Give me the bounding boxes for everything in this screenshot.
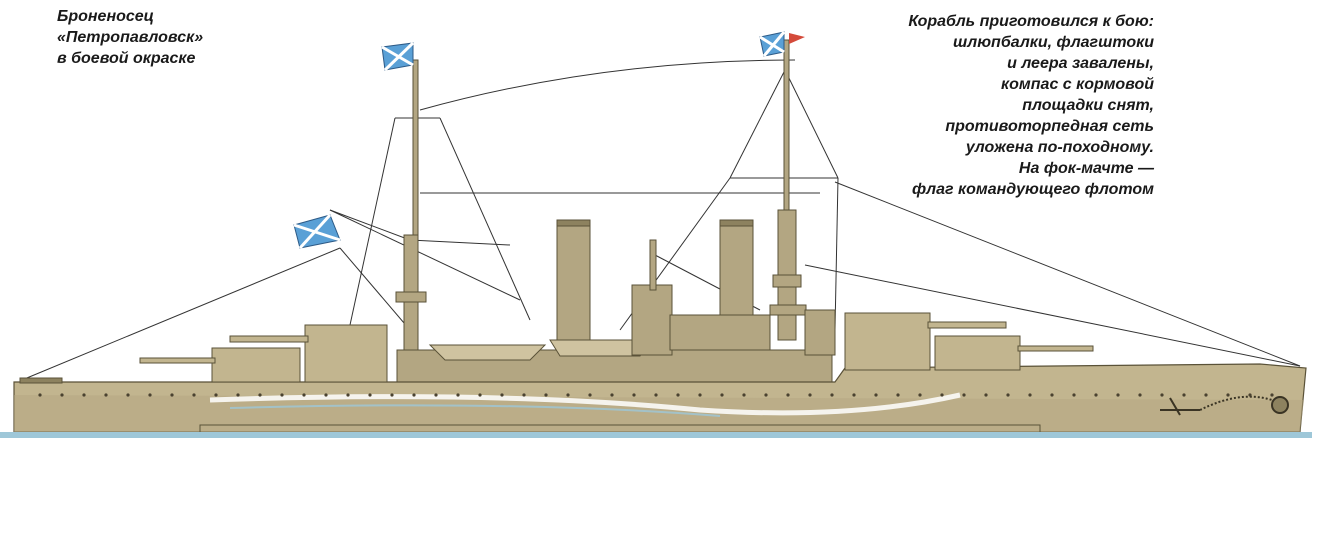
- porthole: [148, 393, 152, 397]
- porthole: [104, 393, 108, 397]
- porthole: [60, 393, 64, 397]
- mainmast-flag-icon: [381, 41, 415, 72]
- porthole: [38, 393, 42, 397]
- porthole: [676, 393, 680, 397]
- porthole: [1226, 393, 1230, 397]
- fore-mast: [769, 39, 807, 341]
- porthole: [544, 393, 548, 397]
- anchor-icon: [1160, 395, 1289, 416]
- porthole: [764, 393, 768, 397]
- hull: [13, 363, 1307, 436]
- porthole: [852, 393, 856, 397]
- caption-right-line: На фок-мачте —: [1018, 160, 1154, 177]
- caption-left-line: «Петропавловск»: [57, 29, 204, 46]
- caption-right-line: площадки снят,: [1022, 97, 1154, 114]
- porthole: [1072, 393, 1076, 397]
- porthole: [1050, 393, 1054, 397]
- turret-fore-main: [844, 312, 931, 371]
- caption-right-line: уложена по-походному.: [965, 139, 1154, 156]
- command-flag-icon: [759, 31, 805, 57]
- porthole: [456, 393, 460, 397]
- waterline: [0, 432, 1312, 438]
- porthole: [808, 393, 812, 397]
- porthole: [830, 393, 834, 397]
- porthole: [632, 393, 636, 397]
- porthole: [654, 393, 658, 397]
- porthole: [896, 393, 900, 397]
- caption-right-line: шлюпбалки, флагштоки: [953, 34, 1154, 51]
- porthole: [368, 393, 372, 397]
- porthole: [346, 393, 350, 397]
- porthole: [720, 393, 724, 397]
- porthole: [214, 393, 218, 397]
- porthole: [236, 393, 240, 397]
- caption-right-line: флаг командующего флотом: [911, 181, 1154, 198]
- turret-aft-main: [304, 324, 388, 383]
- porthole: [786, 393, 790, 397]
- stern-gallery: [19, 377, 63, 384]
- caption-battle-readiness: Корабль приготовился к бою: шлюпбалки, ф…: [908, 11, 1154, 200]
- porthole: [258, 393, 262, 397]
- porthole: [500, 393, 504, 397]
- porthole: [742, 393, 746, 397]
- porthole: [1248, 393, 1252, 397]
- caption-left-line: Броненосец: [57, 8, 155, 25]
- porthole: [434, 393, 438, 397]
- porthole: [324, 393, 328, 397]
- porthole: [478, 393, 482, 397]
- porthole: [1094, 393, 1098, 397]
- caption-right-line: компас с кормовой: [1001, 76, 1154, 93]
- porthole: [588, 393, 592, 397]
- porthole: [698, 393, 702, 397]
- caption-left-line: в боевой окраске: [57, 50, 196, 67]
- porthole: [940, 393, 944, 397]
- caption-ship-name: Броненосец «Петропавловск» в боевой окра…: [57, 6, 203, 69]
- portholes: [38, 393, 1274, 397]
- porthole: [874, 393, 878, 397]
- porthole: [82, 393, 86, 397]
- porthole: [1138, 393, 1142, 397]
- porthole: [1028, 393, 1032, 397]
- porthole: [302, 393, 306, 397]
- funnel-aft: [556, 219, 591, 351]
- porthole: [1182, 393, 1186, 397]
- porthole: [962, 393, 966, 397]
- porthole: [1270, 393, 1274, 397]
- caption-right-line: противоторпедная сеть: [945, 118, 1154, 135]
- porthole: [1160, 393, 1164, 397]
- porthole: [918, 393, 922, 397]
- turret-fore-secondary: [934, 335, 1021, 371]
- porthole: [1006, 393, 1010, 397]
- porthole: [522, 393, 526, 397]
- porthole: [1116, 393, 1120, 397]
- caption-right-line: Корабль приготовился к бою:: [908, 13, 1154, 30]
- porthole: [984, 393, 988, 397]
- porthole: [126, 393, 130, 397]
- porthole: [566, 393, 570, 397]
- superstructure: [396, 239, 836, 383]
- porthole: [390, 393, 394, 397]
- porthole: [192, 393, 196, 397]
- turret-aft-secondary: [211, 347, 301, 383]
- turrets: [139, 312, 1094, 383]
- porthole: [280, 393, 284, 397]
- porthole: [170, 393, 174, 397]
- porthole: [412, 393, 416, 397]
- stern-flag-icon: [293, 213, 341, 250]
- porthole: [610, 393, 614, 397]
- porthole: [1204, 393, 1208, 397]
- caption-right-line: и леера завалены,: [1007, 55, 1154, 72]
- main-mast: [395, 59, 427, 351]
